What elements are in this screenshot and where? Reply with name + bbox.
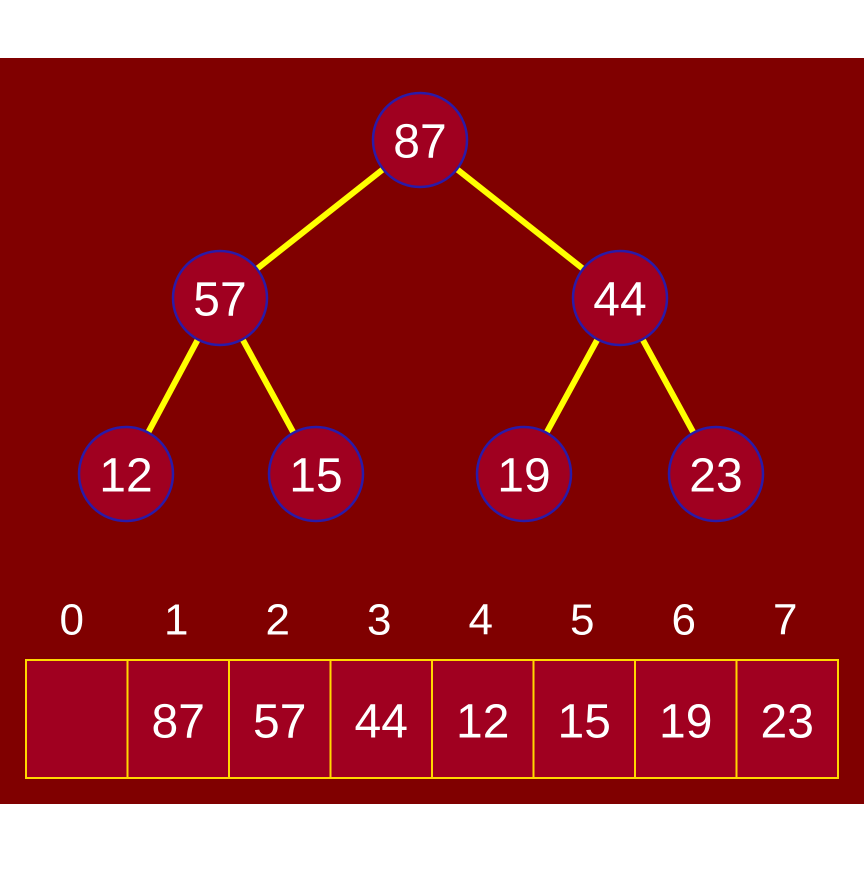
array-index-label: 6 xyxy=(672,596,696,645)
array-cells: 87 57 44 12 15 19 23 xyxy=(25,659,839,779)
tree-node-value: 23 xyxy=(689,450,742,503)
array-cell-value: 57 xyxy=(253,696,306,749)
array-cell-value: 87 xyxy=(152,696,205,749)
array-cell: 23 xyxy=(735,659,839,779)
tree-node-value: 12 xyxy=(99,450,152,503)
array-cell: 44 xyxy=(329,659,433,779)
tree-node: 19 xyxy=(475,425,573,523)
array-cell: 87 xyxy=(126,659,230,779)
array-index-label: 7 xyxy=(773,596,797,645)
array-cell-box xyxy=(25,659,129,779)
array-indices: 0 1 2 3 4 5 6 7 xyxy=(60,596,798,645)
array-cell: 12 xyxy=(431,659,535,779)
array-cell: 57 xyxy=(228,659,332,779)
tree-node-circle xyxy=(171,249,269,347)
tree-node: 23 xyxy=(667,425,765,523)
tree-nodes: 87 57 44 12 15 19 23 xyxy=(77,91,765,523)
array-cell-box xyxy=(126,659,230,779)
array-index-label: 2 xyxy=(266,596,290,645)
array-cell-value: 23 xyxy=(761,696,814,749)
array-cell-value: 19 xyxy=(659,696,712,749)
array-cell-value: 44 xyxy=(355,696,408,749)
tree-node-value: 87 xyxy=(393,116,446,169)
tree-node-circle xyxy=(667,425,765,523)
tree-node-circle xyxy=(475,425,573,523)
tree-node-circle xyxy=(371,91,469,189)
tree-node: 44 xyxy=(571,249,669,347)
tree-node-value: 44 xyxy=(593,274,646,327)
array-cell-box xyxy=(634,659,738,779)
array-index-label: 0 xyxy=(60,596,84,645)
tree-node-circle xyxy=(571,249,669,347)
array-cell: 15 xyxy=(532,659,636,779)
tree-node-value: 57 xyxy=(193,274,246,327)
array-index-label: 1 xyxy=(164,596,188,645)
tree-node-circle xyxy=(267,425,365,523)
tree-node-value: 19 xyxy=(497,450,550,503)
array-cell: 19 xyxy=(634,659,738,779)
tree-node: 12 xyxy=(77,425,175,523)
tree-node: 57 xyxy=(171,249,269,347)
array-index-label: 5 xyxy=(570,596,594,645)
tree-node-circle xyxy=(77,425,175,523)
array-cell-box xyxy=(532,659,636,779)
tree-node: 15 xyxy=(267,425,365,523)
array-cell-value: 15 xyxy=(558,696,611,749)
array-cell-value: 12 xyxy=(456,696,509,749)
tree-node-value: 15 xyxy=(289,450,342,503)
array-cell-box xyxy=(329,659,433,779)
array-cell-box xyxy=(431,659,535,779)
array-cell-box xyxy=(735,659,839,779)
array-index-label: 4 xyxy=(469,596,493,645)
tree-node: 87 xyxy=(371,91,469,189)
array-index-label: 3 xyxy=(367,596,391,645)
array-cell-box xyxy=(228,659,332,779)
array-cell xyxy=(25,659,129,779)
